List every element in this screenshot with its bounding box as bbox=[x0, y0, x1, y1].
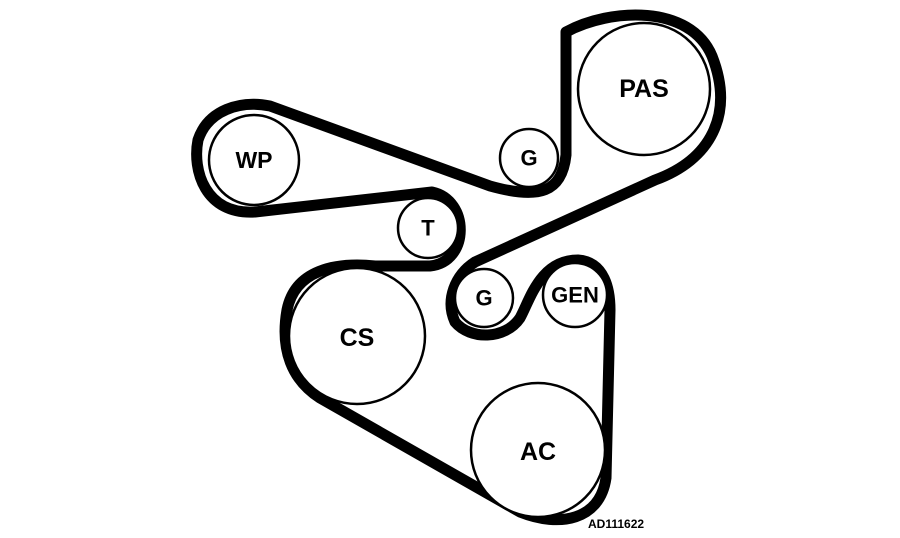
pulley-ac: AC bbox=[469, 381, 607, 519]
pulley-label-gen: GEN bbox=[551, 283, 599, 308]
pulley-label-cs: CS bbox=[340, 324, 375, 352]
pulley-label-pas: PAS bbox=[619, 75, 669, 103]
pulley-label-ac: AC bbox=[520, 438, 556, 466]
pulley-label-wp: WP bbox=[235, 147, 272, 173]
pulley-label-g-lower: G bbox=[475, 286, 492, 311]
pulley-t: T bbox=[396, 196, 460, 260]
pulley-g-lower: G bbox=[453, 267, 515, 329]
pulley-cs: CS bbox=[287, 266, 427, 406]
drive-belt bbox=[191, 9, 726, 526]
pulley-wp: WP bbox=[207, 113, 301, 207]
pulley-label-g-upper: G bbox=[520, 146, 537, 171]
pulley-g-upper: G bbox=[498, 127, 560, 189]
pulley-gen: GEN bbox=[541, 261, 609, 329]
reference-code: AD111622 bbox=[588, 517, 644, 531]
pulley-pas: PAS bbox=[576, 21, 712, 157]
pulley-label-t: T bbox=[421, 216, 435, 241]
